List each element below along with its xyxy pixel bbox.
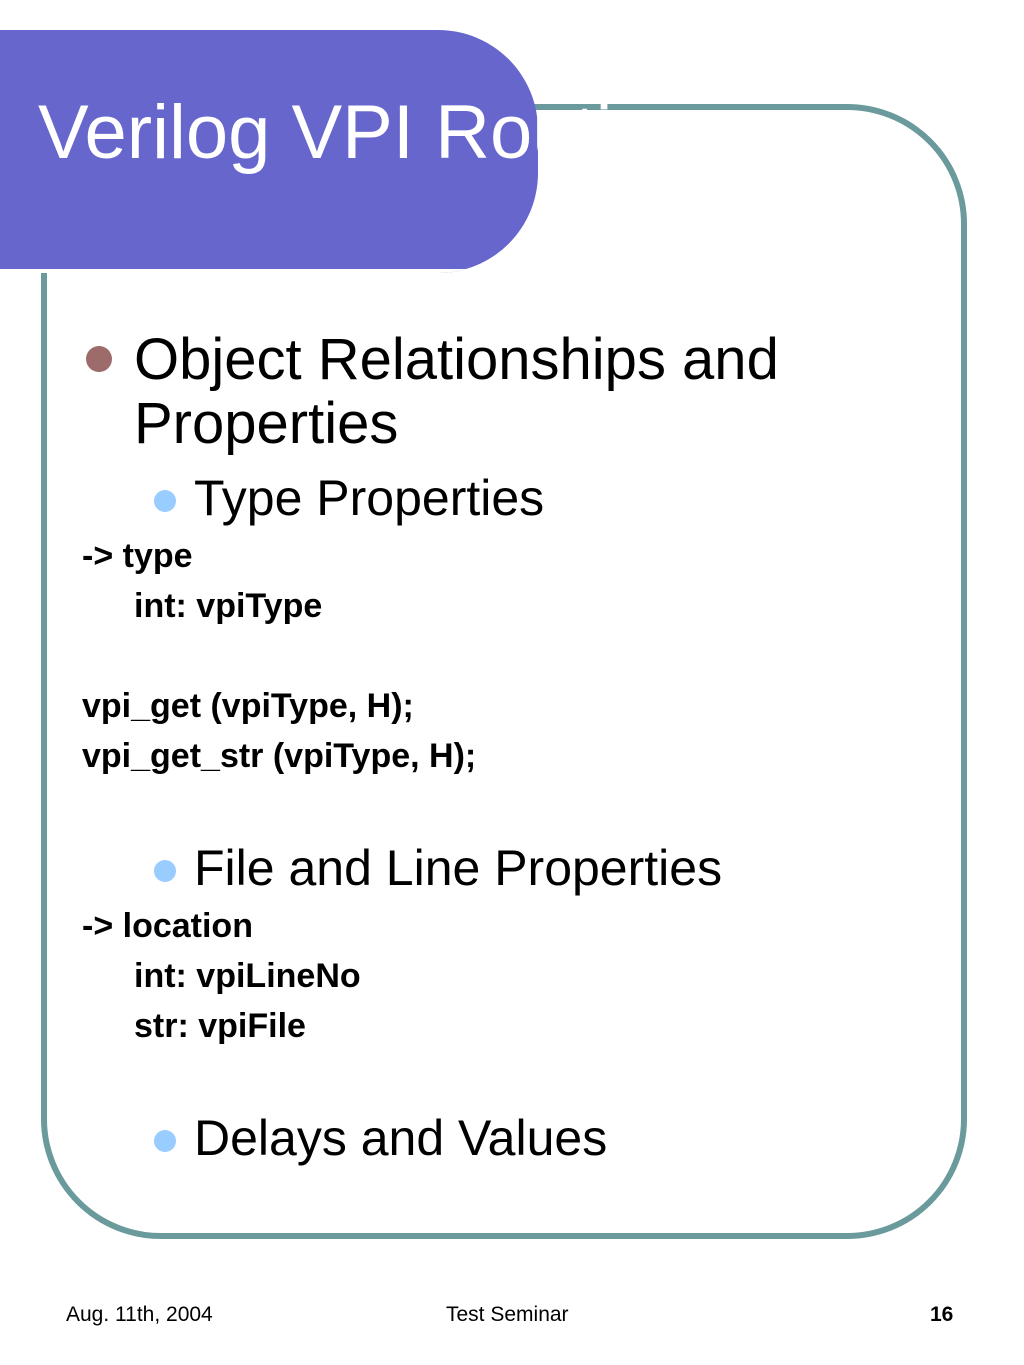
bullet-main-text: Object Relationships and Properties [134, 327, 779, 456]
code-line: -> location [82, 907, 253, 945]
sub-bullet-dot-icon [154, 860, 176, 882]
code-line: int: vpiType [134, 587, 323, 625]
footer-date: Aug. 11th, 2004 [66, 1303, 213, 1326]
slide-title: Verilog VPI Routines [38, 90, 736, 175]
title-banner [0, 30, 538, 273]
bullet-main: Object Relationships and Properties [86, 328, 886, 456]
sub-bullet-type-properties: Type Properties [154, 470, 544, 526]
bullet-dot-icon [86, 346, 112, 372]
code-line: str: vpiFile [134, 1007, 306, 1045]
sub-bullet-text: File and Line Properties [194, 840, 723, 896]
content-frame [41, 104, 967, 1239]
footer-page-number: 16 [930, 1303, 954, 1326]
sub-bullet-delays-values: Delays and Values [154, 1110, 607, 1166]
sub-bullet-text: Type Properties [194, 470, 545, 526]
code-line: vpi_get_str (vpiType, H); [82, 737, 477, 775]
sub-bullet-text: Delays and Values [194, 1110, 608, 1166]
code-line: int: vpiLineNo [134, 957, 361, 995]
title-rule [0, 269, 538, 273]
code-line: vpi_get (vpiType, H); [82, 687, 414, 725]
code-line: -> type [82, 537, 193, 575]
sub-bullet-file-line-properties: File and Line Properties [154, 840, 722, 896]
footer-center: Test Seminar [446, 1303, 569, 1326]
sub-bullet-dot-icon [154, 1130, 176, 1152]
sub-bullet-dot-icon [154, 490, 176, 512]
